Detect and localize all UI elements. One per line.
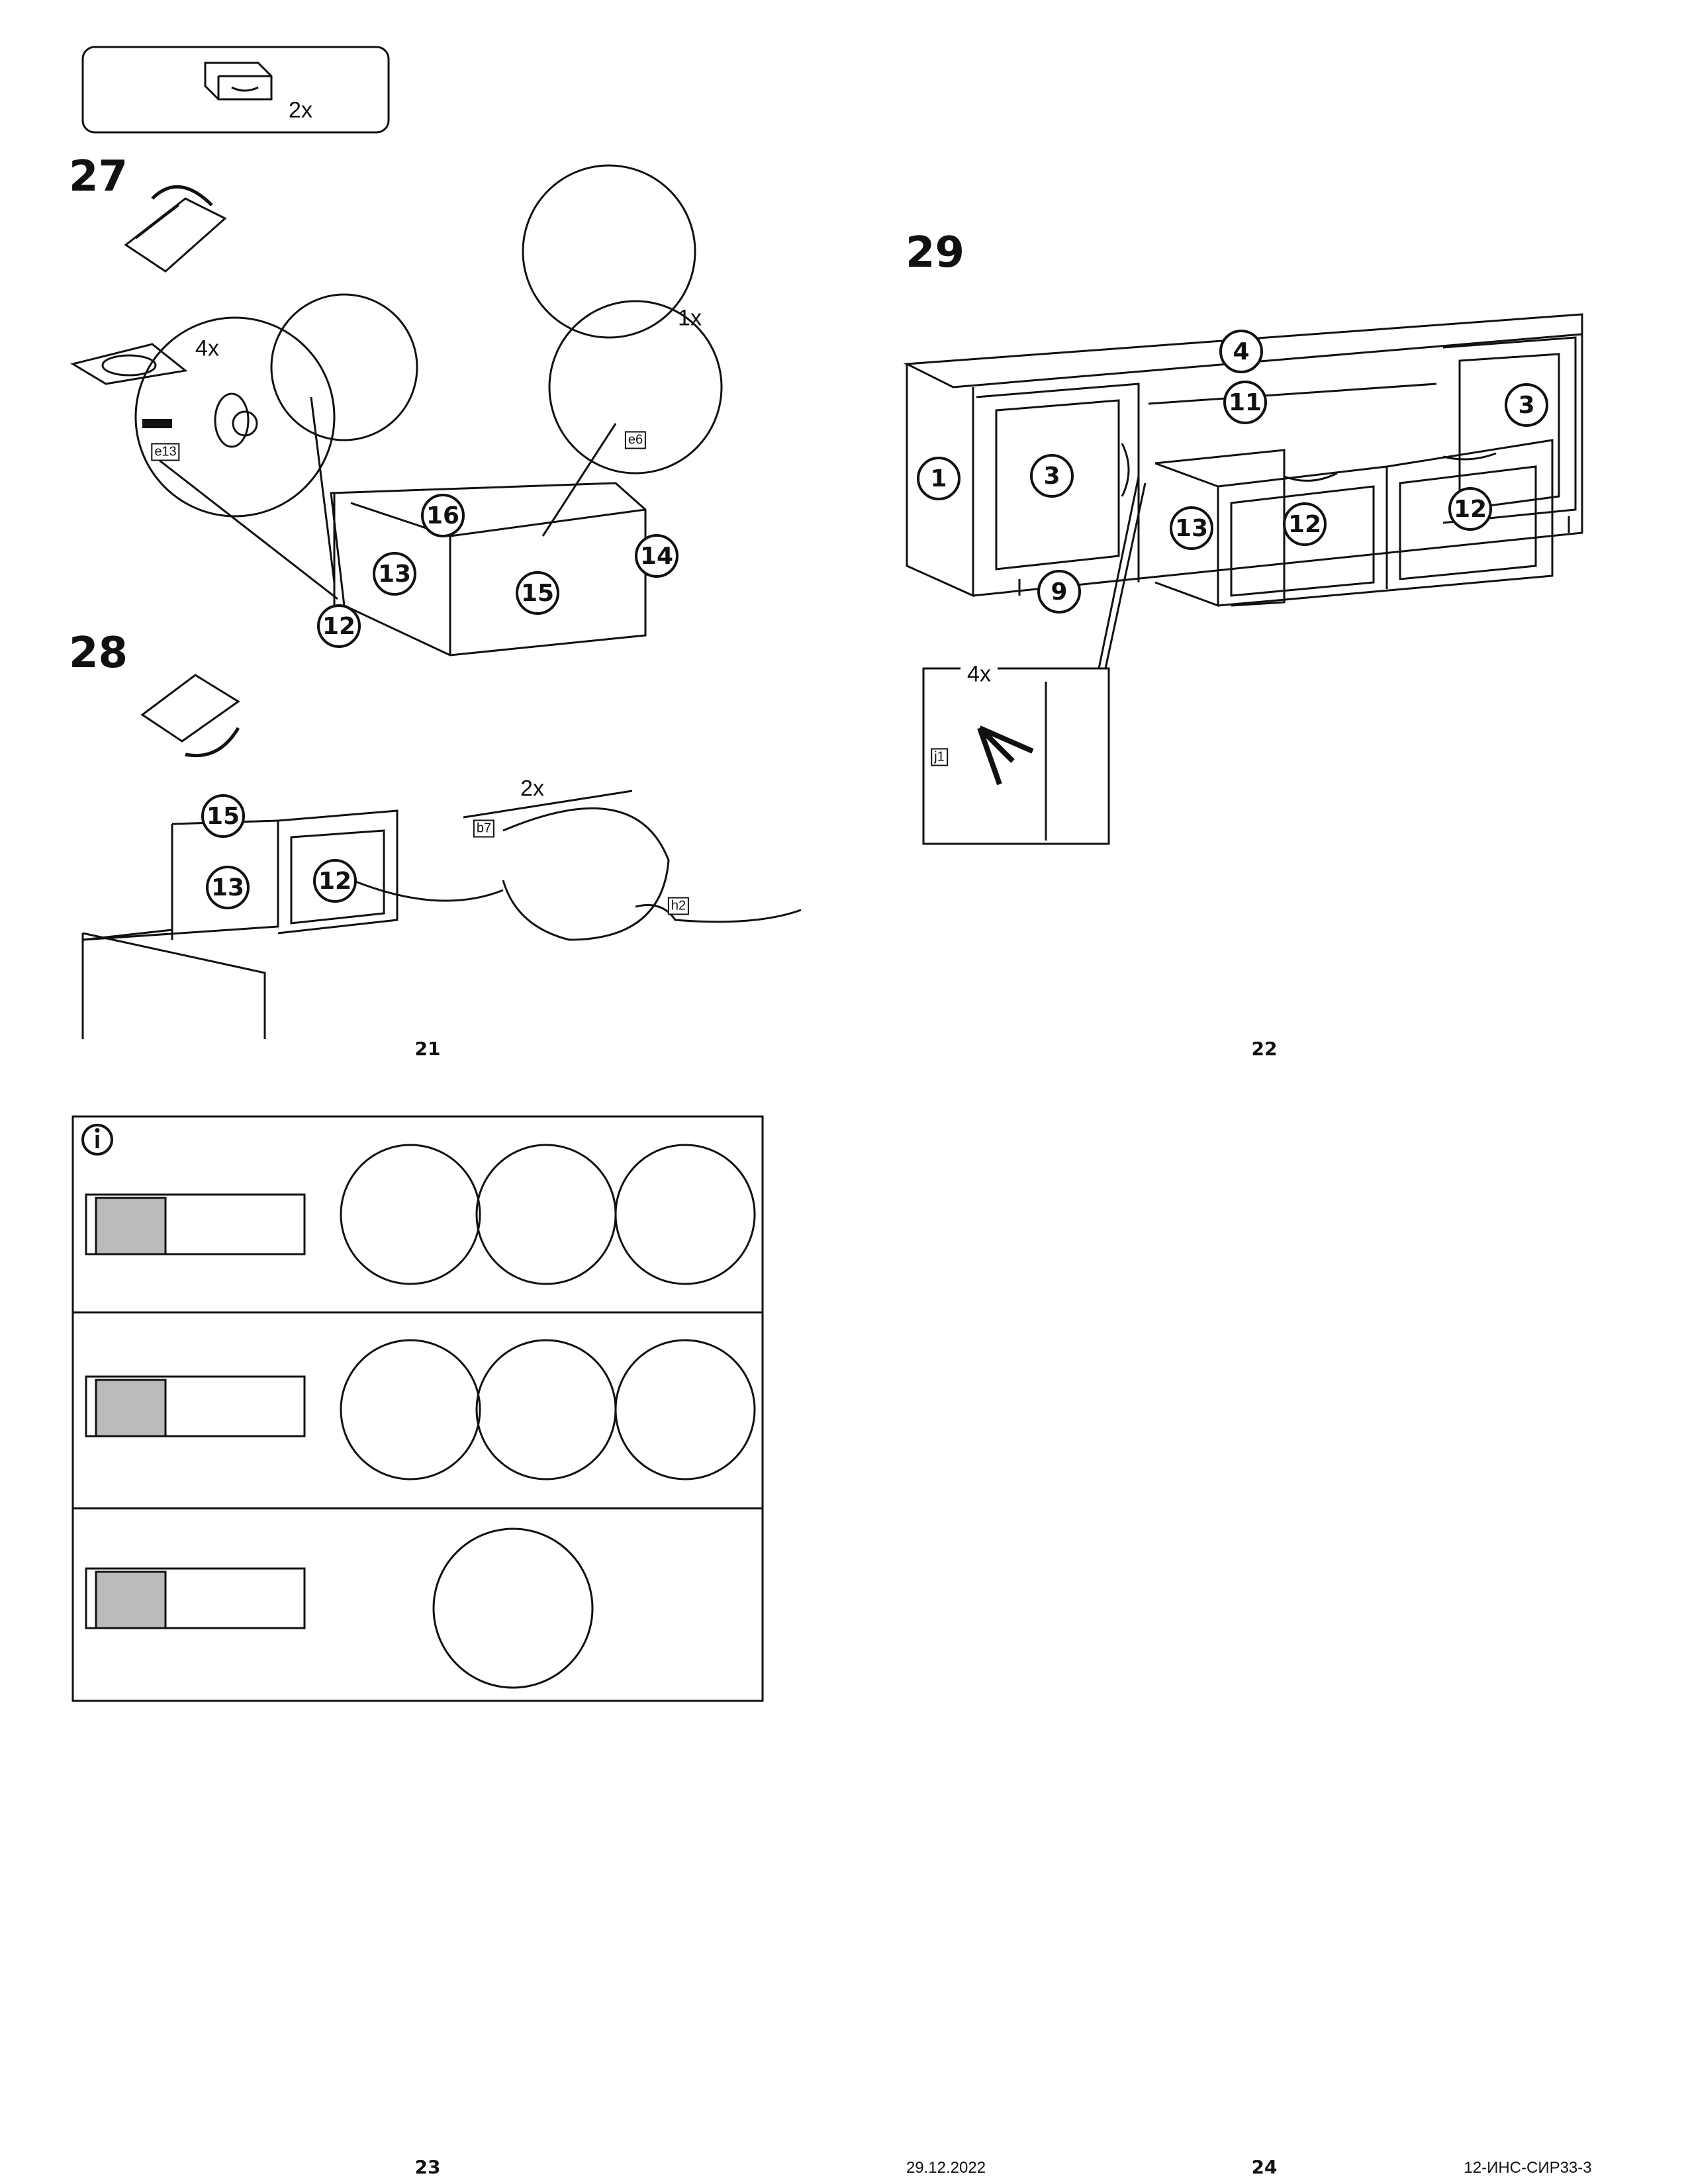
header-box xyxy=(81,46,390,134)
bench-thumbnails xyxy=(85,1193,306,1629)
part-code: b7 xyxy=(473,819,495,838)
part-callout: 15 xyxy=(516,571,559,615)
quantity-label: 4x xyxy=(195,336,219,361)
part-callout: 11 xyxy=(1223,381,1267,424)
part-callout: 16 xyxy=(421,494,465,537)
part-callout: 9 xyxy=(1037,570,1081,614)
page-number: 21 xyxy=(414,1038,441,1060)
flip-drawer-icon-28 xyxy=(140,674,240,758)
step-number-27: 27 xyxy=(69,152,128,201)
part-callout: 13 xyxy=(373,552,416,596)
quantity-label: 2x xyxy=(520,776,544,801)
part-callout: 12 xyxy=(1448,487,1492,531)
part-code: h2 xyxy=(667,897,690,915)
part-callout: 14 xyxy=(635,534,679,578)
part-code: j1 xyxy=(931,748,948,766)
info-panel-frame xyxy=(71,1115,764,1702)
part-callout: 15 xyxy=(201,794,245,838)
page-number: 22 xyxy=(1251,1038,1278,1060)
page-number: 24 xyxy=(1251,2156,1278,2178)
page-number: 23 xyxy=(414,2156,441,2178)
tv-bench-29 xyxy=(903,313,1583,845)
drawer-assembly-28 xyxy=(81,790,802,1039)
hinge-details xyxy=(340,1144,756,1689)
part-callout: 4 xyxy=(1219,330,1263,373)
part-callout: 13 xyxy=(206,866,250,909)
footer-date: 29.12.2022 xyxy=(906,2159,986,2177)
part-callout: 12 xyxy=(1283,502,1327,546)
flip-drawer-icon xyxy=(124,185,227,273)
step-number-28: 28 xyxy=(69,629,128,678)
part-callout: 12 xyxy=(317,604,361,648)
part-code: e6 xyxy=(624,431,647,449)
part-code: e13 xyxy=(151,443,180,461)
header-quantity: 2x xyxy=(289,97,312,123)
part-callout: 12 xyxy=(313,859,357,903)
quantity-label: 1x xyxy=(678,305,702,331)
step-number-29: 29 xyxy=(906,228,965,277)
part-callout: 3 xyxy=(1030,454,1074,498)
quantity-label: 4x xyxy=(961,661,998,688)
footer-doc-code: 12-ИНС-СИР33-3 xyxy=(1464,2159,1592,2177)
drawer-icon xyxy=(204,62,273,101)
part-callout: 1 xyxy=(917,457,961,500)
push-arrow-icon-29 xyxy=(977,725,1034,786)
part-callout: 13 xyxy=(1170,506,1213,550)
part-callout: 3 xyxy=(1505,383,1548,427)
